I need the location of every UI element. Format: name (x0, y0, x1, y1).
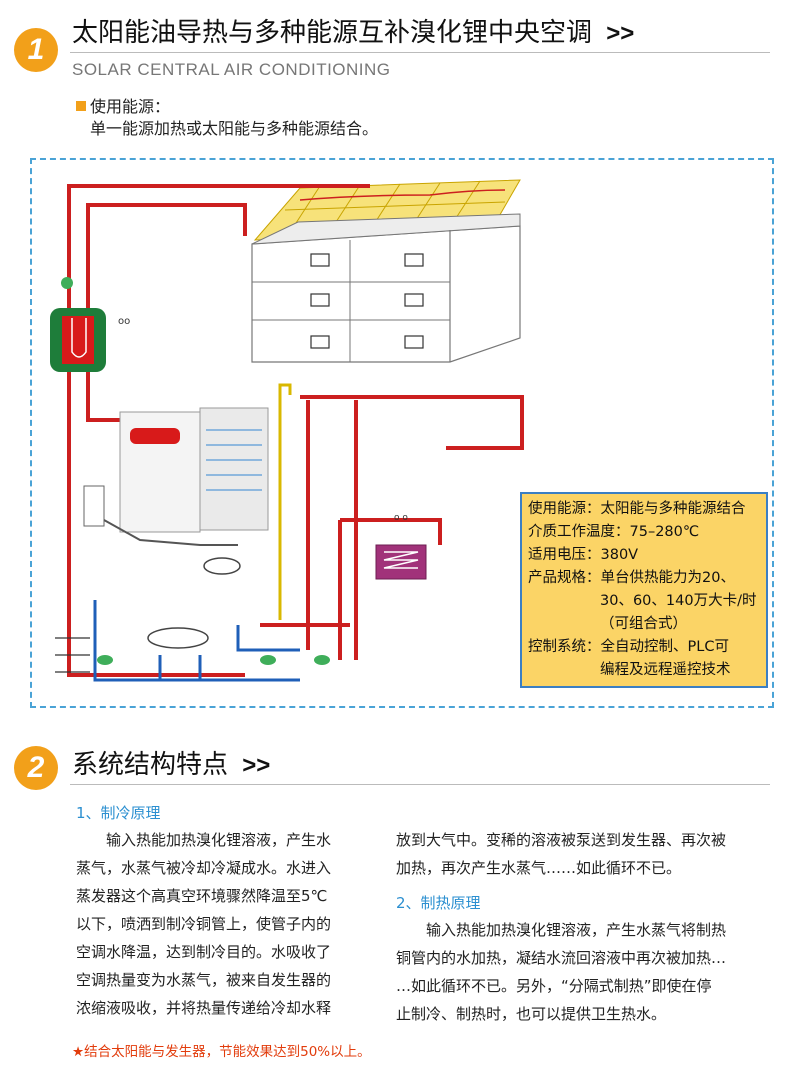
system-diagram-frame (30, 158, 774, 708)
section-title-text: 系统结构特点 (72, 750, 229, 780)
spec-row: 使用能源：太阳能与多种能源结合 (528, 501, 746, 517)
spec-box: 使用能源：太阳能与多种能源结合 介质工作温度：75–280℃ 适用电压：380V… (520, 492, 768, 688)
heating-principle-heading: 2、制热原理 (396, 894, 481, 912)
spec-row: 30、60、140万大卡/时 (600, 593, 757, 609)
spec-row: 介质工作温度：75–280℃ (528, 524, 700, 540)
title-arrows: >> (606, 20, 635, 47)
energy-saving-note: ★结合太阳能与发生器，节能效果达到50%以上。 (72, 1044, 371, 1060)
cooling-water-pipes (93, 600, 300, 682)
solar-oil-pipe (278, 383, 292, 620)
section-title-text: 太阳能油导热与多种能源互补溴化锂中央空调 (72, 18, 593, 48)
section-number-badge: 1 (14, 28, 58, 72)
section-title-2: 系统结构特点 >> (72, 744, 270, 781)
expansion-tank (203, 557, 241, 575)
energy-text: 单一能源加热或太阳能与多种能源结合。 (90, 119, 379, 138)
heat-source-boiler: oo (50, 277, 130, 372)
spec-row: 产品规格：单台供热能力为20、 (528, 570, 735, 586)
title-arrows: >> (242, 752, 271, 779)
spec-row: 编程及远程遥控技术 (600, 662, 731, 678)
absorption-chiller-unit (83, 407, 269, 546)
svg-text:o o: o o (394, 513, 408, 523)
energy-description: 使用能源： 单一能源加热或太阳能与多种能源结合。 (76, 96, 378, 140)
spec-row: 适用电压：380V (528, 547, 639, 563)
heating-principle-text: 输入热能加热溴化锂溶液，产生水蒸气将制热 铜管内的水加热，凝结水流回溶液中再次被… (396, 921, 727, 1023)
system-diagram: oo o o (50, 179, 524, 682)
cooling-principle-continued: 放到大气中。变稀的溶液被泵送到发生器、再次被 加热，再次产生水蒸气……如此循环不… (396, 831, 727, 877)
section-number: 2 (27, 751, 45, 784)
svg-text:oo: oo (118, 316, 130, 327)
title-divider-2 (70, 784, 770, 785)
pump-icons (97, 655, 330, 665)
section-number-badge-2: 2 (14, 746, 58, 790)
spec-row: 控制系统：全自动控制、PLC可 (528, 639, 729, 655)
bullet-square-icon (76, 101, 86, 111)
storage-tank (147, 627, 209, 649)
building (251, 213, 521, 363)
section-number: 1 (27, 33, 45, 66)
title-divider (70, 52, 770, 53)
section-title: 太阳能油导热与多种能源互补溴化锂中央空调 >> (72, 12, 634, 49)
cooling-principle-heading: 1、制冷原理 (76, 804, 161, 822)
energy-label: 使用能源： (90, 97, 171, 116)
inlet-arrows (55, 637, 90, 673)
hot-oil-pipes (67, 184, 524, 677)
heat-exchanger: o o (375, 513, 427, 580)
spec-row: （可组合式） (600, 616, 687, 632)
section-subtitle: SOLAR CENTRAL AIR CONDITIONING (72, 60, 391, 79)
cooling-principle-text: 输入热能加热溴化锂溶液，产生水 蒸气，水蒸气被冷却冷凝成水。水进入 蒸发器这个高… (76, 831, 332, 1017)
